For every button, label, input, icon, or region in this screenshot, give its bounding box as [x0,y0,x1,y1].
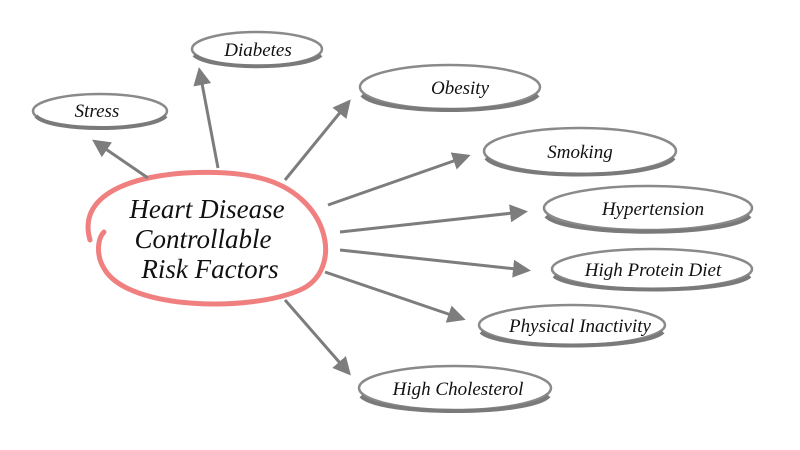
center-title-line-2: Controllable [134,224,271,254]
arrow-hypertension [339,204,528,234]
factor-hypertension: Hypertension [542,184,754,234]
arrow-smoking [327,152,471,207]
center-title-line-3: Risk Factors [140,254,278,284]
factor-label: Stress [75,101,120,122]
factor-high-protein-diet: High Protein Diet [550,247,754,292]
arrow-stress [92,139,149,180]
arrow-high-protein-diet [339,248,531,278]
arrow-high-cholesterol [283,299,351,376]
factor-label: Diabetes [223,40,292,61]
factor-diabetes: Diabetes [190,30,324,69]
factor-physical-inactivity: Physical Inactivity [477,303,667,348]
factor-label: Smoking [547,142,612,163]
arrows [92,67,531,376]
factor-label: Obesity [431,78,490,99]
factor-smoking: Smoking [482,126,678,177]
factor-stress: Stress [31,92,169,130]
center-ring [85,169,329,307]
factor-label: Physical Inactivity [508,316,651,337]
factor-label: Hypertension [601,199,704,220]
center-title-line-1: Heart Disease [128,194,284,224]
factor-label: High Cholesterol [392,379,524,400]
center-node: Heart Disease Controllable Risk Factors [85,169,329,307]
factor-high-cholesterol: High Cholesterol [357,364,553,413]
arrow-obesity [283,99,351,181]
arrow-physical-inactivity [324,270,466,323]
factor-obesity: Obesity [358,63,542,112]
arrow-diabetes [193,67,220,169]
factor-label: High Protein Diet [584,260,722,281]
